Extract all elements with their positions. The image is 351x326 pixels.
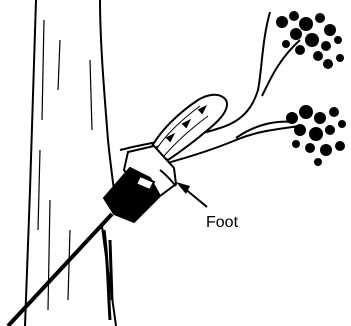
foot-label: Foot (206, 214, 238, 232)
